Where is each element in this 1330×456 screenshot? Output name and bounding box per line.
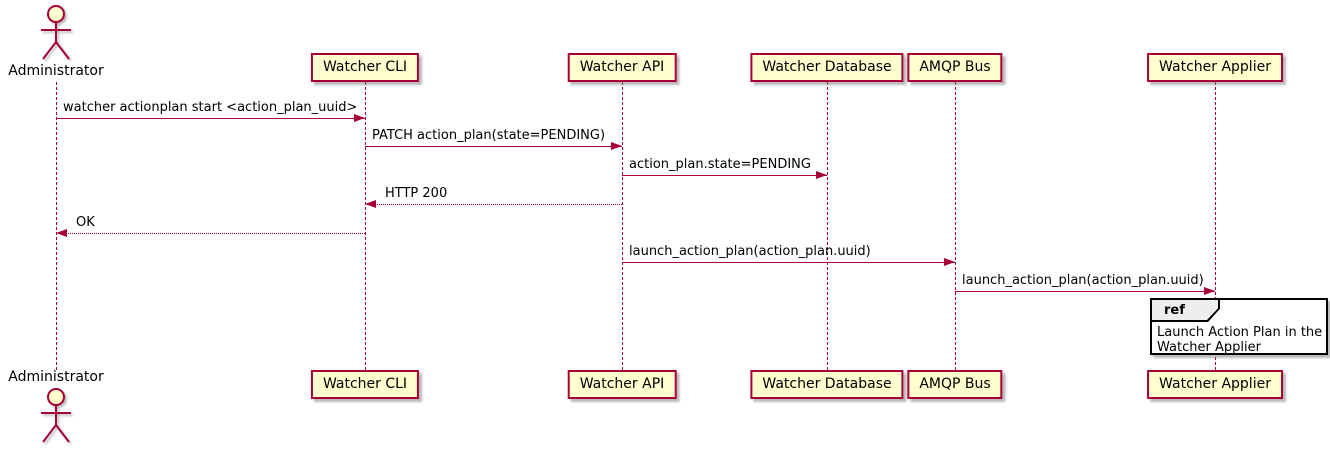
actor-label-top: Administrator [8, 63, 104, 79]
actor-label-bottom: Administrator [8, 369, 104, 385]
participant-watcher-database-bottom: Watcher Database [750, 370, 904, 399]
message-7-arrowhead [1204, 287, 1215, 296]
lifeline-watcher-applier [1214, 82, 1216, 370]
participant-watcher-cli-bottom: Watcher CLI [310, 370, 420, 399]
lifeline-amqp-bus [954, 82, 956, 370]
message-3-label: action_plan.state=PENDING [629, 157, 811, 172]
participant-amqp-bus-bottom: AMQP Bus [907, 370, 1003, 399]
message-4-arrowhead [365, 200, 376, 209]
message-1-label: watcher actionplan start <action_plan_uu… [63, 100, 358, 115]
ref-text-line: Launch Action Plan in the [1157, 325, 1323, 340]
message-7-line [955, 291, 1215, 292]
message-1-arrowhead [354, 114, 365, 123]
message-5-arrowhead [56, 229, 67, 238]
lifeline-administrator [55, 82, 57, 370]
message-1-line [56, 118, 365, 119]
lifeline-watcher-cli [364, 82, 366, 370]
message-6-arrowhead [944, 258, 955, 267]
message-4-line [365, 204, 622, 205]
message-2-label: PATCH action_plan(state=PENDING) [372, 128, 606, 143]
message-2-line [365, 146, 622, 147]
message-7-label: launch_action_plan(action_plan.uuid) [962, 273, 1204, 288]
participant-watcher-applier-bottom: Watcher Applier [1147, 370, 1283, 399]
participant-watcher-database-top: Watcher Database [750, 53, 904, 82]
ref-text-line: Watcher Applier [1157, 340, 1261, 355]
actor-icon [41, 388, 71, 443]
participant-watcher-api-top: Watcher API [567, 53, 677, 82]
actor-icon [41, 5, 71, 60]
lifeline-watcher-database [826, 82, 828, 370]
participant-amqp-bus-top: AMQP Bus [907, 53, 1003, 82]
message-6-label: launch_action_plan(action_plan.uuid) [629, 244, 871, 259]
ref-text: Launch Action Plan in the Watcher Applie… [1157, 325, 1322, 355]
ref-keyword-tab: ref [1150, 298, 1220, 322]
participant-watcher-applier-top: Watcher Applier [1147, 53, 1283, 82]
message-4-label: HTTP 200 [385, 186, 448, 201]
participant-watcher-cli-top: Watcher CLI [310, 53, 420, 82]
message-3-line [622, 175, 827, 176]
message-2-arrowhead [611, 142, 622, 151]
message-6-line [622, 262, 955, 263]
lifeline-watcher-api [621, 82, 623, 370]
participant-watcher-api-bottom: Watcher API [567, 370, 677, 399]
message-5-line [56, 233, 365, 234]
message-3-arrowhead [816, 171, 827, 180]
ref-fragment: ref Launch Action Plan in the Watcher Ap… [1150, 298, 1328, 355]
ref-keyword: ref [1152, 300, 1218, 320]
message-5-label: OK [76, 215, 95, 230]
